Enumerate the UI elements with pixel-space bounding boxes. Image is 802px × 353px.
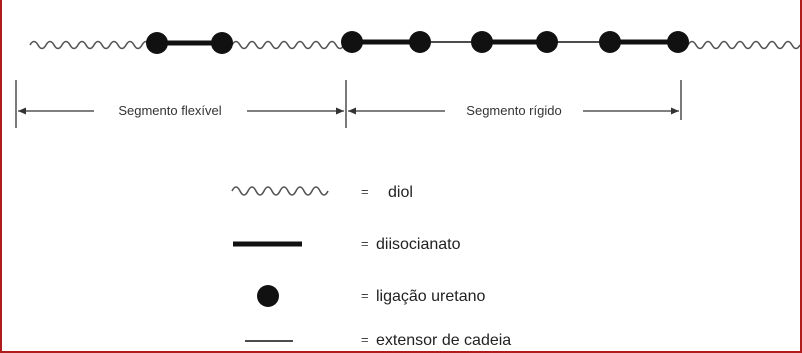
urethane-dot-2 bbox=[211, 32, 233, 54]
legend: = diol = diisocianato = ligação uretano … bbox=[231, 184, 511, 349]
legend-wave-symbol bbox=[231, 186, 329, 196]
legend-label-extensor-de-cadeia: extensor de cadeia bbox=[376, 332, 511, 349]
urethane-dot-7 bbox=[599, 31, 621, 53]
arrowheads bbox=[18, 107, 679, 115]
legend-label-diisocianato: diisocianato bbox=[376, 236, 461, 253]
legend-label-diol: diol bbox=[388, 184, 413, 201]
legend-equals-2: = bbox=[361, 236, 369, 251]
arrowhead-rigid-left bbox=[348, 107, 356, 115]
diol-wave-1 bbox=[29, 40, 151, 50]
urethane-dot-1 bbox=[146, 32, 168, 54]
segment-markers bbox=[15, 80, 682, 128]
diol-wave-2 bbox=[231, 40, 345, 50]
diol-wave-3 bbox=[687, 40, 801, 50]
legend-dot-symbol bbox=[257, 285, 279, 307]
rigid-segment-label: Segmento rígido bbox=[466, 103, 561, 118]
urethane-dot-6 bbox=[536, 31, 558, 53]
arrowhead-flex-right bbox=[336, 107, 344, 115]
legend-equals-1: = bbox=[361, 184, 369, 199]
polymer-chain bbox=[29, 31, 801, 54]
urethane-dot-5 bbox=[471, 31, 493, 53]
urethane-dot-8 bbox=[667, 31, 689, 53]
legend-equals-4: = bbox=[361, 332, 369, 347]
arrowhead-rigid-right bbox=[671, 107, 679, 115]
urethane-dot-3 bbox=[341, 31, 363, 53]
urethane-dot-4 bbox=[409, 31, 431, 53]
flexible-segment-label: Segmento flexível bbox=[118, 103, 221, 118]
legend-label-ligacao-uretano: ligação uretano bbox=[376, 288, 486, 305]
arrowhead-flex-left bbox=[18, 107, 26, 115]
legend-equals-3: = bbox=[361, 288, 369, 303]
